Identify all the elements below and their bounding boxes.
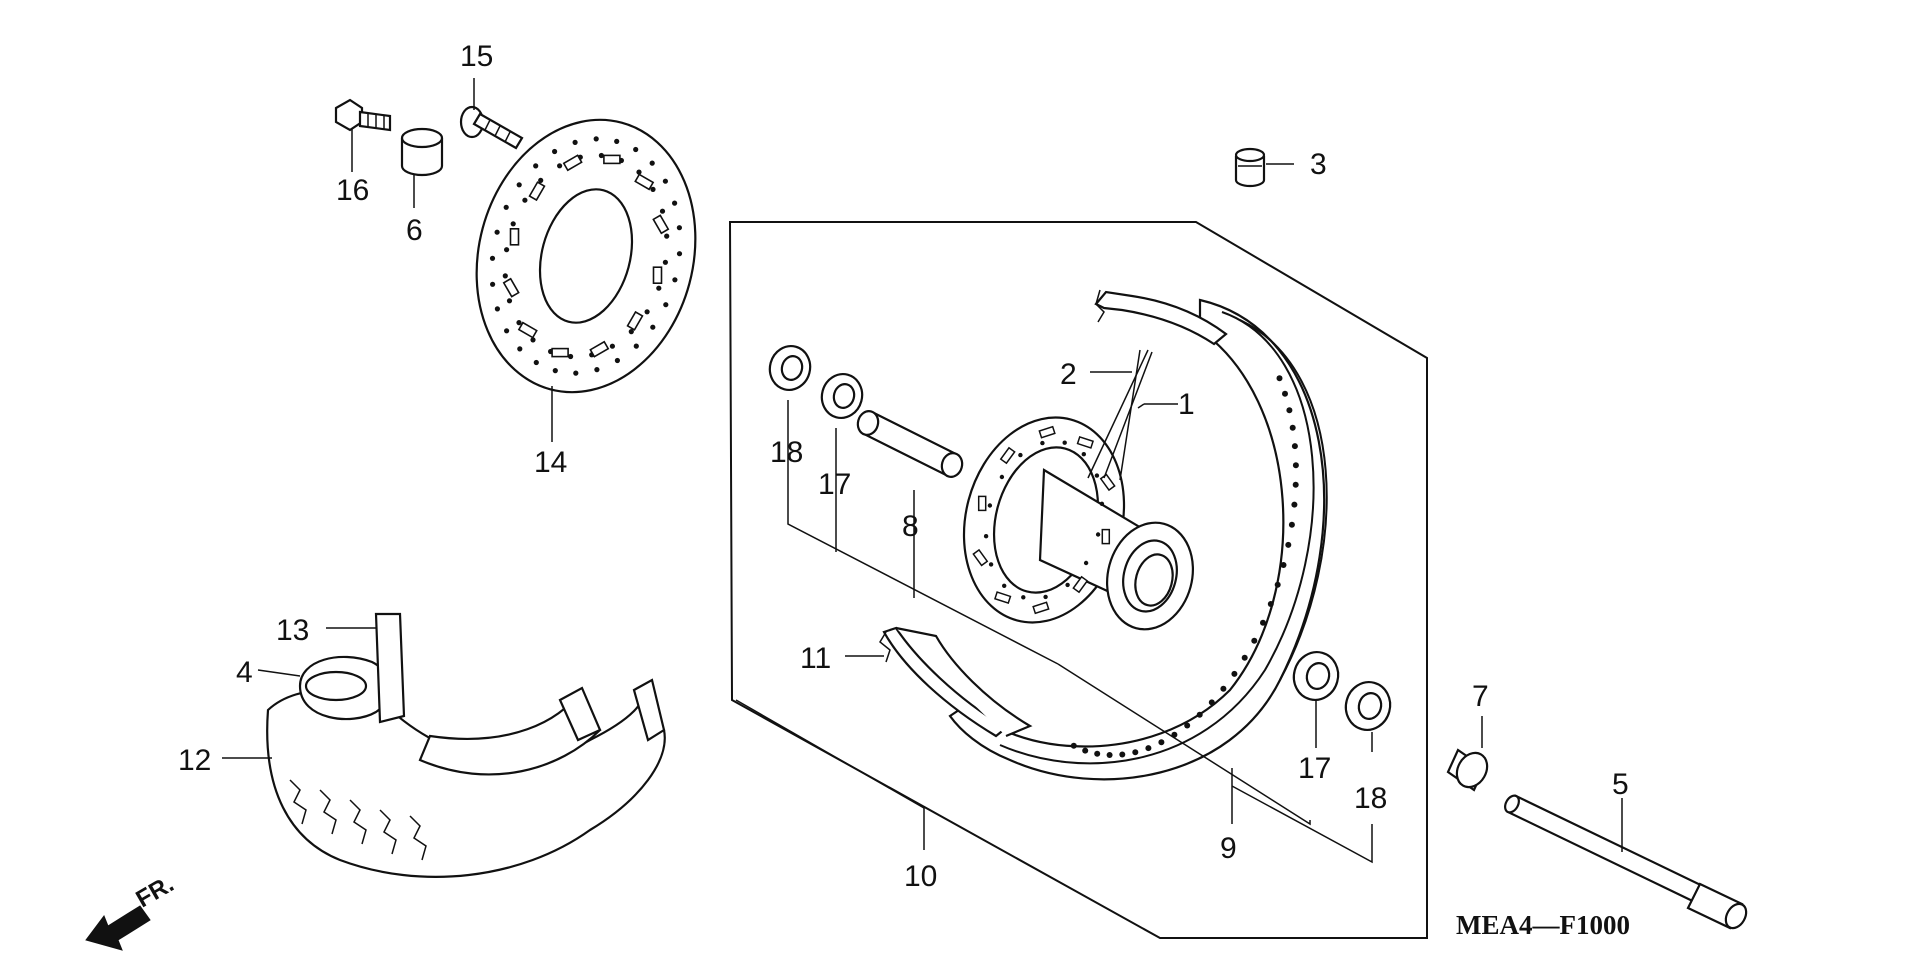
callout-6: 6 bbox=[406, 214, 423, 247]
callout-17-right: 17 bbox=[1298, 752, 1331, 785]
flange-bolt bbox=[334, 98, 392, 132]
rim-flap bbox=[374, 612, 406, 724]
callout-11: 11 bbox=[800, 642, 831, 675]
callout-8: 8 bbox=[902, 510, 919, 543]
brake-disc bbox=[475, 118, 697, 394]
rim-band-bottom bbox=[879, 626, 1033, 738]
tire bbox=[266, 678, 666, 878]
callout-13: 13 bbox=[276, 614, 309, 647]
disc-bolt bbox=[459, 105, 524, 150]
bearing-left-inner bbox=[820, 373, 864, 419]
callout-2: 2 bbox=[1060, 358, 1077, 391]
callout-9: 9 bbox=[1220, 832, 1237, 865]
front-axle bbox=[1504, 794, 1748, 930]
bearing-left-outer bbox=[768, 345, 812, 391]
inner-tube bbox=[298, 655, 391, 721]
callout-3: 3 bbox=[1310, 148, 1327, 181]
distance-collar bbox=[856, 410, 964, 478]
callout-5: 5 bbox=[1612, 768, 1629, 801]
wheel-hub bbox=[962, 416, 1195, 631]
diagram-code: MEA4—F1000 bbox=[1456, 910, 1630, 940]
callout-17-left: 17 bbox=[818, 468, 851, 501]
leader-lines bbox=[222, 78, 1623, 864]
callout-7: 7 bbox=[1472, 680, 1489, 713]
bearing-right-inner bbox=[1292, 651, 1340, 701]
callout-1: 1 bbox=[1178, 388, 1195, 421]
bearing-right-outer bbox=[1344, 681, 1392, 731]
spoke-lines bbox=[1087, 349, 1153, 481]
callout-12: 12 bbox=[178, 744, 211, 777]
side-collar bbox=[1446, 748, 1489, 792]
rim-band-top bbox=[1094, 289, 1228, 346]
callout-4: 4 bbox=[236, 656, 253, 689]
callout-18-left: 18 bbox=[770, 436, 803, 469]
callout-10: 10 bbox=[904, 860, 937, 893]
callout-14: 14 bbox=[534, 446, 567, 479]
callout-15: 15 bbox=[460, 40, 493, 73]
assembly-outline bbox=[728, 221, 1428, 939]
front-direction-arrow: FR. bbox=[85, 870, 178, 951]
valve-cap bbox=[1234, 147, 1266, 188]
collar bbox=[400, 127, 444, 177]
callout-16: 16 bbox=[336, 174, 369, 207]
callout-18-right: 18 bbox=[1354, 782, 1387, 815]
